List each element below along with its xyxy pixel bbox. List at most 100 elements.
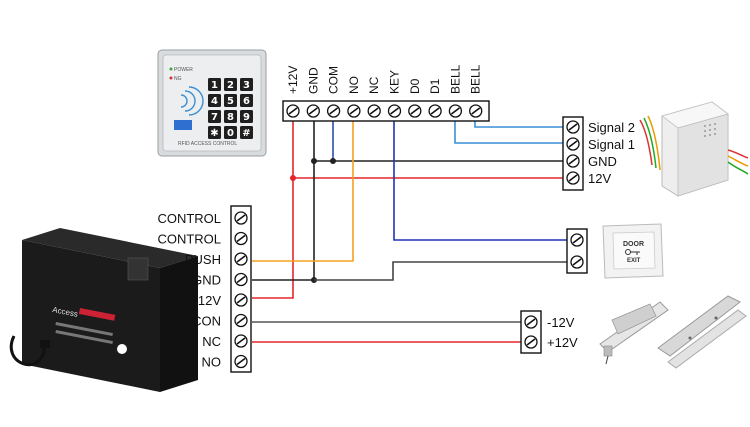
keypad-key — [208, 126, 221, 139]
power-supply-terminal-screw — [234, 334, 248, 348]
keypad-terminal-label: BELL — [469, 64, 483, 94]
keypad-key — [208, 78, 221, 91]
keypad-terminal-label: D1 — [428, 78, 442, 94]
keypad-key-label: 4 — [211, 96, 218, 107]
keypad-terminal-label: +12V — [286, 66, 300, 94]
doorbell-terminal-screw — [566, 120, 580, 134]
keypad-terminal-label: COM — [327, 66, 341, 94]
keypad-terminal-labels: +12V GND COM NO NC KEY D0 D1 BELL BELL — [286, 64, 483, 94]
keypad-key — [240, 126, 253, 139]
electric-strike-device — [599, 301, 669, 365]
keypad-terminal-screw — [326, 104, 341, 118]
keypad-key — [224, 126, 237, 139]
exit-button-terminal-screw — [570, 255, 584, 269]
power-supply-terminal-screw — [234, 354, 248, 369]
keypad-key-label: 1 — [211, 80, 218, 91]
keypad-terminal-screw — [347, 104, 361, 118]
doorbell-terminal-screw — [566, 171, 580, 185]
wire-bell-1 — [454, 115, 573, 144]
power-supply-terminal-screw — [234, 313, 248, 328]
power-cable-icon — [9, 335, 46, 367]
power-supply-device: Access — [9, 228, 198, 392]
keypad-terminal-label: GND — [306, 67, 320, 94]
keypad-key — [224, 78, 237, 91]
exit-button-line2: EXIT — [627, 258, 641, 264]
lock-terminal-label: +12V — [547, 335, 578, 350]
magnetic-lock-device — [657, 295, 747, 369]
doorbell-terminal-label: Signal 2 — [588, 120, 635, 135]
power-supply-terminal-screw — [234, 211, 248, 225]
keypad-terminal-screw — [367, 104, 381, 118]
wire-bell-2 — [474, 115, 573, 128]
power-supply-terminal-screw — [234, 231, 248, 246]
keypad-key — [208, 94, 221, 107]
doorbell-terminal-screw — [566, 154, 580, 168]
power-supply-terminal-label: GND — [192, 273, 221, 288]
doorbell-terminal-label: Signal 1 — [588, 137, 635, 152]
power-supply-terminal-strip — [230, 205, 252, 373]
speaker-grille-icon — [704, 123, 716, 137]
keypad-key — [224, 110, 237, 123]
doorbell-terminal-screw — [566, 137, 580, 151]
keypad-terminal-screw — [469, 104, 483, 118]
key-icon — [625, 249, 640, 255]
keypad-key-label: 6 — [243, 96, 250, 107]
card-reader-badge — [174, 120, 192, 130]
keypad-key-label: 5 — [227, 96, 234, 107]
wires — [252, 115, 573, 343]
junction-12v — [290, 175, 296, 181]
power-supply-terminal-label: NO — [202, 355, 222, 370]
doorbell-terminal-strip — [562, 116, 584, 191]
keypad-led-power: POWER — [174, 67, 193, 73]
power-supply-terminal-screw — [234, 252, 248, 266]
power-supply-terminal-screws — [234, 211, 248, 369]
keypad-terminal-label: BELL — [448, 64, 462, 94]
wire-gnd-exit — [314, 261, 571, 281]
junction-gnd-1 — [311, 158, 317, 164]
exit-button-terminal-screws — [570, 233, 584, 269]
keypad-key — [240, 110, 253, 123]
power-supply-terminal-screw — [234, 272, 248, 287]
power-supply-terminal-label: CONTROL — [157, 211, 221, 226]
keypad-terminal-label: KEY — [388, 70, 402, 94]
exit-button-device: DOOR EXIT — [602, 223, 664, 279]
rfid-wave-icon — [180, 86, 204, 116]
power-supply-terminal-label: CON — [192, 314, 221, 329]
junction-com — [330, 158, 336, 164]
keypad-key-label: 3 — [243, 80, 250, 91]
doorbell-terminal-label: GND — [588, 154, 617, 169]
power-supply-terminal-screw — [234, 293, 248, 307]
keypad-key-label: # — [242, 128, 250, 139]
keypad-key-label: 7 — [211, 112, 218, 123]
lock-terminal-labels: -12V +12V — [547, 315, 578, 350]
doorbell-terminal-labels: Signal 2 Signal 1 GND 12V — [588, 120, 635, 186]
keypad-terminal-label: NO — [347, 76, 361, 94]
exit-button-terminal-block — [566, 228, 588, 274]
keypad-terminal-screw — [387, 104, 402, 118]
lock-terminal-screw — [524, 335, 538, 349]
brand-logo-icon — [117, 344, 127, 354]
keypad-terminal-screw — [286, 104, 300, 118]
keypad-key — [224, 94, 237, 107]
keypad-key — [208, 110, 221, 123]
keypad-key-label: 8 — [227, 112, 234, 123]
keypad-key — [240, 78, 253, 91]
exit-button-terminal-screw — [570, 233, 584, 247]
lock-terminal-label: -12V — [547, 315, 575, 330]
keypad-terminal-screws — [286, 104, 483, 118]
doorbell-terminal-label: 12V — [588, 171, 611, 186]
keypad-key-label: 2 — [227, 80, 234, 91]
keypad-terminal-screw — [448, 104, 463, 118]
keypad-terminal-label: NC — [367, 76, 381, 94]
keypad-terminal-label: D0 — [408, 78, 422, 94]
keypad-key-label: ✱ — [210, 128, 218, 139]
keypad-terminal-screw — [408, 104, 422, 118]
keypad-key — [240, 94, 253, 107]
lock-terminal-screw — [524, 315, 538, 329]
keypad-caption: RFID ACCESS CONTROL — [178, 141, 237, 147]
exit-button-line1: DOOR — [623, 241, 644, 248]
